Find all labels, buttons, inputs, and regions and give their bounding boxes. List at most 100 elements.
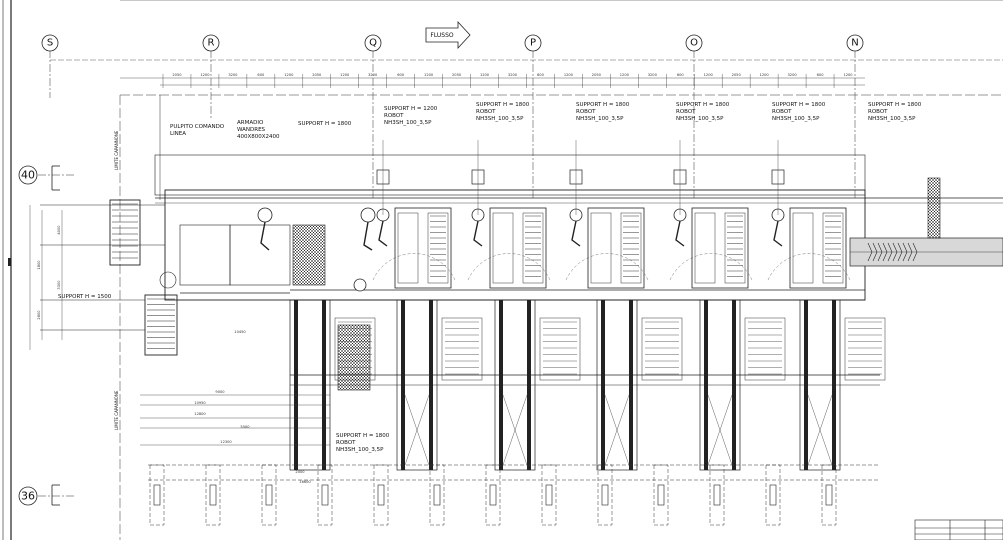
- top-dimension-chain: 2050 1200 3200 600 1200 2050 1200 3200 600 1200 20…: [162, 73, 853, 88]
- exit-conveyor-chevrons: [867, 242, 918, 262]
- robot-cell: [467, 140, 551, 289]
- bottom-dim-value: 5500: [240, 425, 250, 429]
- robot-unit-label-line: NH3SH_100_3,5P: [676, 116, 724, 122]
- annotation-robot-bottom: SUPPORT H = 1800 ROBOT NH3SH_100_3,5P: [336, 433, 390, 453]
- grid-label-q: Q: [369, 38, 377, 49]
- armadio-line-3: 400X800X2400: [237, 134, 280, 140]
- robot-unit-label-line: SUPPORT H = 1800: [476, 102, 530, 108]
- lower-bays: [289, 299, 886, 471]
- grid-axis-q: Q: [364, 34, 382, 200]
- robot-arm-icon: [473, 220, 483, 247]
- robot-cells: [257, 140, 851, 292]
- robot-unit-label-line: NH3SH_100_3,5P: [576, 116, 624, 122]
- support-1200-line-3: NH3SH_100_3,5P: [384, 120, 432, 126]
- exit-conveyor: [849, 177, 1003, 267]
- top-dim-value: 1200: [340, 73, 350, 77]
- left-dim-value: 3300: [57, 280, 61, 290]
- support-side-label: SUPPORT H = 1500: [58, 294, 112, 300]
- bottom-dim-value: 10450: [234, 330, 246, 334]
- bottom-dim-value: 9000: [215, 390, 225, 394]
- robot-unit-label-line: SUPPORT H = 1800: [868, 102, 922, 108]
- left-dim-value: 2800: [37, 310, 41, 320]
- top-dim-value: 1200: [620, 73, 630, 77]
- top-dim-value: 3200: [368, 73, 378, 77]
- main-line-frame: [154, 154, 1003, 301]
- robot-arm-icon: [378, 220, 388, 247]
- top-dim-value: 2050: [312, 73, 322, 77]
- top-dim-value: 600: [537, 73, 545, 77]
- robot-unit-labels: SUPPORT H = 1800ROBOTNH3SH_100_3,5PSUPPO…: [476, 102, 922, 122]
- foundation-pier: [821, 464, 837, 526]
- grid-axis-s: S: [41, 34, 59, 98]
- pulpito-line-1: PULPITO COMANDO: [170, 124, 225, 130]
- top-dim-value: 2050: [172, 73, 182, 77]
- top-dim-value: 2050: [592, 73, 602, 77]
- top-dim-value: 1200: [564, 73, 574, 77]
- top-dim-value: 1200: [424, 73, 434, 77]
- armadio-line-1: ARMADIO: [237, 120, 264, 126]
- robot-base-icon: [360, 207, 376, 223]
- bottom-dim-value: 2000: [295, 470, 305, 474]
- grid-label-s: S: [47, 38, 53, 49]
- robot-arm-icon: [773, 220, 783, 247]
- robot-unit-label-line: NH3SH_100_3,5P: [476, 116, 524, 122]
- top-dim-value: 1200: [480, 73, 490, 77]
- bottom-dim-value: 12300: [220, 440, 232, 444]
- robot-bottom-line-2: ROBOT: [336, 440, 356, 446]
- support-1200-line-1: SUPPORT H = 1200: [384, 106, 438, 112]
- grid-axis-p: P: [524, 34, 542, 200]
- robot-unit-label-line: SUPPORT H = 1800: [772, 102, 826, 108]
- foundation-pier: [597, 464, 613, 526]
- robot-base-icon: [353, 278, 367, 292]
- robot-unit-label-line: ROBOT: [676, 109, 696, 115]
- left-dim-value: 1800: [37, 260, 41, 270]
- column-grid: S R Q P O N: [41, 34, 864, 200]
- top-dim-value: 1200: [843, 73, 853, 77]
- top-dim-value: 600: [817, 73, 825, 77]
- left-dimension-stack: 4000 1800 3300 2800: [37, 225, 61, 320]
- annotation-support-1200: SUPPORT H = 1200 ROBOT NH3SH_100_3,5P: [384, 106, 438, 126]
- foundation-pier: [765, 464, 781, 526]
- row-grid: 40 36: [18, 165, 75, 506]
- hatched-area: [292, 224, 371, 391]
- robot-unit-label-line: ROBOT: [476, 109, 496, 115]
- support-1200-line-2: ROBOT: [384, 113, 404, 119]
- foundation-pier: [429, 464, 445, 526]
- top-dim-value: 600: [257, 73, 265, 77]
- left-feeder: [40, 199, 291, 356]
- robot-cell: [372, 140, 456, 289]
- robot-cell: [669, 140, 753, 289]
- grid-axis-36: 36: [18, 484, 75, 506]
- left-dim-value: 4000: [57, 225, 61, 235]
- annotation-pulpito: PULPITO COMANDO LINEA: [170, 124, 225, 137]
- foundation-pier: [261, 464, 277, 526]
- left-dimension-lines: [29, 205, 63, 350]
- bottom-dim-value: 16600: [299, 480, 311, 484]
- top-dim-value: 3200: [648, 73, 658, 77]
- foundation-pier: [205, 464, 221, 526]
- armadio-line-2: WANDRES: [237, 127, 266, 133]
- grid-label-40: 40: [21, 169, 35, 182]
- robot-unit-label-line: SUPPORT H = 1800: [576, 102, 630, 108]
- grid-label-n: N: [851, 38, 858, 49]
- foundation-pier: [653, 464, 669, 526]
- grid-axis-r: R: [202, 34, 220, 120]
- robot-unit-label-line: SUPPORT H = 1800: [676, 102, 730, 108]
- foundation-row: [148, 464, 880, 526]
- top-dim-value: 2050: [732, 73, 742, 77]
- building-limits: [119, 94, 1003, 540]
- grid-axis-40: 40: [18, 165, 75, 191]
- limit-label-bottom: LIMITE CAPANNONE: [114, 390, 119, 430]
- grid-axis-o: O: [685, 34, 703, 200]
- grid-label-r: R: [208, 38, 215, 49]
- top-dim-value: 1200: [284, 73, 294, 77]
- bottom-dimension-lines: [140, 394, 330, 446]
- top-dim-value: 3200: [788, 73, 798, 77]
- grid-label-o: O: [690, 38, 698, 49]
- top-dim-value: 1200: [760, 73, 770, 77]
- sheet-edge-ticks: [8, 258, 11, 266]
